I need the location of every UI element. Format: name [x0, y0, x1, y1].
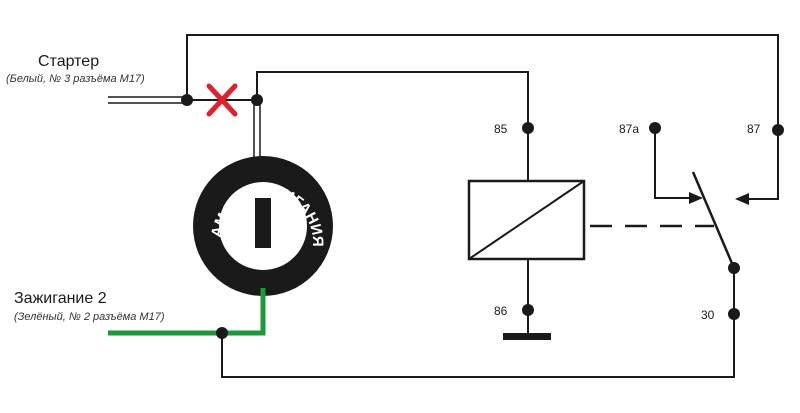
green-ignition-wire [108, 288, 266, 336]
ignition-title: Зажигание 2 [14, 290, 107, 307]
pin-87a-dot [649, 122, 661, 134]
relay-coil [467, 128, 586, 310]
junction-ignition [216, 327, 228, 339]
red-x-icon [206, 83, 238, 117]
pin-87-label: 87 [747, 122, 761, 136]
wire-ignition-to-30 [221, 314, 735, 378]
arrow-87-icon [735, 193, 749, 205]
starter-note: (Белый, № 3 разъёма М17) [6, 73, 145, 85]
junction-lock [251, 94, 263, 106]
ignition-note: (Зелёный, № 2 разъёма М17) [14, 311, 165, 323]
wire-87-contact [746, 130, 779, 200]
pin-86-label: 86 [494, 304, 508, 318]
pin-87a-label: 87a [619, 122, 639, 136]
starter-wire [108, 96, 187, 104]
pin-85-dot [522, 122, 534, 134]
wire-87a-contact [654, 128, 692, 199]
starter-title: Стартер [38, 53, 99, 70]
arrow-87a-icon [689, 192, 703, 204]
junction-starter [181, 94, 193, 106]
switch-pivot-dot [728, 262, 740, 274]
wire-lock-to-85 [256, 71, 529, 128]
pin-87-dot [772, 124, 784, 136]
pin-30-label: 30 [701, 308, 715, 322]
ignition-lock [193, 156, 333, 296]
pin-86-dot [522, 304, 534, 316]
switch-blade [691, 171, 736, 269]
wire-starter-to-87 [186, 34, 779, 130]
pin-85-label: 85 [494, 122, 508, 136]
pin-30-dot [728, 308, 740, 320]
key-slot-icon [255, 198, 271, 248]
ground-icon [503, 333, 551, 340]
